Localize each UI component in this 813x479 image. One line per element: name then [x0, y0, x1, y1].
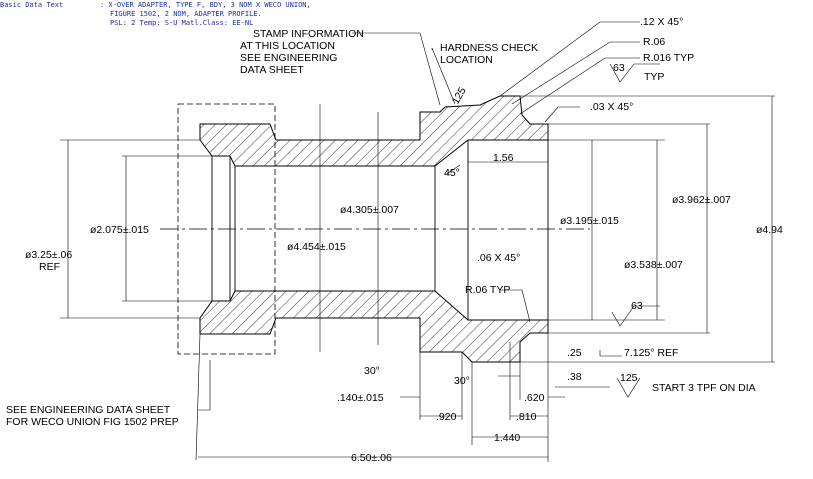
- dim-620: .620: [524, 392, 545, 404]
- dim-025: .25: [567, 347, 582, 359]
- dim-156: 1.56: [493, 152, 514, 164]
- dim-2075: ø2.075±.015: [90, 224, 149, 236]
- stamp-note-1: STAMP INFORMATION: [253, 28, 364, 40]
- dim-920: .920: [436, 411, 457, 423]
- r06-typ-label: R.06 TYP: [465, 284, 510, 296]
- length-dimension-lines: [198, 161, 565, 458]
- angle-30-a: 30°: [364, 365, 380, 377]
- hardness-note-2: LOCATION: [440, 54, 493, 66]
- body-top-section: [199, 95, 549, 167]
- finish-63-bot: 63: [631, 300, 643, 312]
- finish-63-top: 63: [613, 62, 625, 74]
- finish-125-top: 125: [450, 85, 469, 106]
- dim-494: ø4.94: [756, 224, 783, 236]
- dim-3538: ø3.538±.007: [624, 259, 683, 271]
- dim-650: 6.50±.06: [351, 452, 392, 464]
- chamfer-12-label: .12 X 45°: [640, 16, 683, 28]
- angle-30-b: 30°: [454, 375, 470, 387]
- surface-finish-symbols: [609, 63, 660, 398]
- dim-3195: ø3.195±.015: [560, 215, 619, 227]
- r06-top-label: R.06: [643, 36, 665, 48]
- chamfer-03-label: .03 X 45°: [590, 101, 633, 113]
- extension-lines: [60, 95, 775, 462]
- dim-1440: 1.440: [494, 432, 520, 444]
- dim-325: ø3.25±.06: [25, 249, 72, 261]
- hardness-note-1: HARDNESS CHECK: [440, 42, 538, 54]
- dim-3962: ø3.962±.007: [672, 194, 731, 206]
- angle-45-label: 45°: [444, 167, 460, 179]
- dim-325-ref: REF: [39, 261, 60, 273]
- diameter-dimension-lines: [67, 96, 773, 362]
- chamfer-06-label: .06 X 45°: [477, 252, 520, 264]
- dim-4305: ø4.305±.007: [340, 204, 399, 216]
- eng-note-2: FOR WECO UNION FIG 1502 PREP: [6, 416, 179, 428]
- finish-125-bot: 125: [620, 372, 638, 384]
- dim-4454: ø4.454±.015: [287, 241, 346, 253]
- dim-038: .38: [567, 371, 582, 383]
- header-line-3: PSL: 2 Temp: S-U Matl.Class: EE-NL: [110, 19, 254, 27]
- dim-810: .810: [516, 411, 537, 423]
- bore-outline: [211, 124, 549, 333]
- body-bottom-section: [199, 290, 549, 363]
- r016-label: R.016 TYP: [643, 52, 694, 64]
- stamp-note-3: SEE ENGINEERING: [240, 52, 337, 64]
- header-label: Basic Data Text: [0, 1, 64, 9]
- typ-label: TYP: [644, 71, 664, 83]
- leader-lines: [198, 21, 640, 411]
- start-tpf-note: START 3 TPF ON DIA: [652, 382, 756, 394]
- dim-140: .140±.015: [337, 392, 384, 404]
- header-line-2: FIGURE 1502, 2 NOM, ADAPTER PROFILE.: [110, 10, 262, 18]
- header-line-1: : X-OVER ADAPTER, TYPE F, BDY, 3 NOM X W…: [100, 1, 311, 9]
- stamp-note-4: DATA SHEET: [240, 64, 304, 76]
- stamp-note-2: AT THIS LOCATION: [240, 40, 335, 52]
- eng-note-1: SEE ENGINEERING DATA SHEET: [6, 404, 171, 416]
- angle-7125: 7.125° REF: [624, 347, 678, 359]
